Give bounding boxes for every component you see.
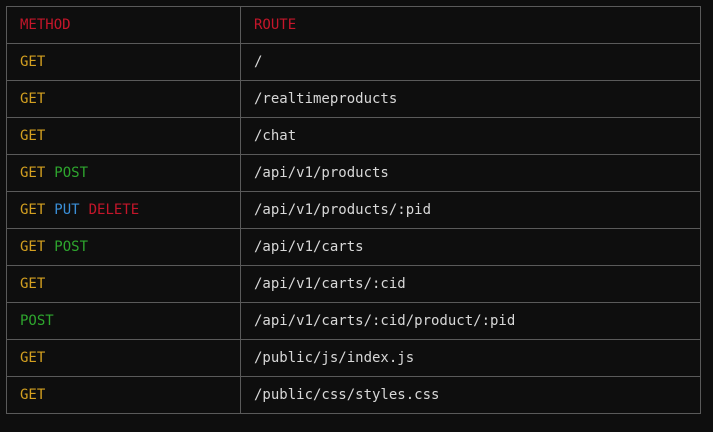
method-cell: GET POST [6,228,241,266]
table-row: GET/chat [6,117,701,155]
route-cell: /public/js/index.js [240,339,701,377]
table-row: GET/public/js/index.js [6,339,701,377]
method-cell: GET [6,376,241,414]
method-cell: GET [6,339,241,377]
table-row: GET/public/css/styles.css [6,376,701,414]
method-cell: GET PUT DELETE [6,191,241,229]
method-badge-get: GET [20,91,46,107]
method-badge-get: GET [20,128,46,144]
method-cell: GET POST [6,154,241,192]
method-badge-post: POST [54,239,89,255]
column-header-route: ROUTE [240,6,701,44]
table-row: GET POST/api/v1/products [6,154,701,192]
route-cell: / [240,43,701,81]
route-cell: /realtimeproducts [240,80,701,118]
table-header-row: METHOD ROUTE [6,6,701,44]
table-row: GET POST/api/v1/carts [6,228,701,266]
method-cell: GET [6,265,241,303]
route-cell: /api/v1/carts/:cid [240,265,701,303]
method-badge-get: GET [20,165,46,181]
route-cell: /chat [240,117,701,155]
method-badge-get: GET [20,202,46,218]
method-badge-get: GET [20,54,46,70]
method-badge-get: GET [20,276,46,292]
route-cell: /api/v1/carts [240,228,701,266]
method-badge-delete: DELETE [88,202,140,218]
method-cell: GET [6,43,241,81]
table-row: GET PUT DELETE/api/v1/products/:pid [6,191,701,229]
route-cell: /api/v1/products/:pid [240,191,701,229]
method-badge-post: POST [54,165,89,181]
method-cell: GET [6,117,241,155]
table-row: GET/realtimeproducts [6,80,701,118]
method-cell: POST [6,302,241,340]
table-row: GET / [6,43,701,81]
table-row: GET/api/v1/carts/:cid [6,265,701,303]
column-header-method: METHOD [6,6,241,44]
route-cell: /public/css/styles.css [240,376,701,414]
route-cell: /api/v1/carts/:cid/product/:pid [240,302,701,340]
method-badge-get: GET [20,350,46,366]
method-badge-get: GET [20,387,46,403]
method-cell: GET [6,80,241,118]
route-cell: /api/v1/products [240,154,701,192]
method-badge-put: PUT [54,202,80,218]
method-badge-get: GET [20,239,46,255]
method-badge-post: POST [20,313,54,329]
table-row: POST/api/v1/carts/:cid/product/:pid [6,302,701,340]
